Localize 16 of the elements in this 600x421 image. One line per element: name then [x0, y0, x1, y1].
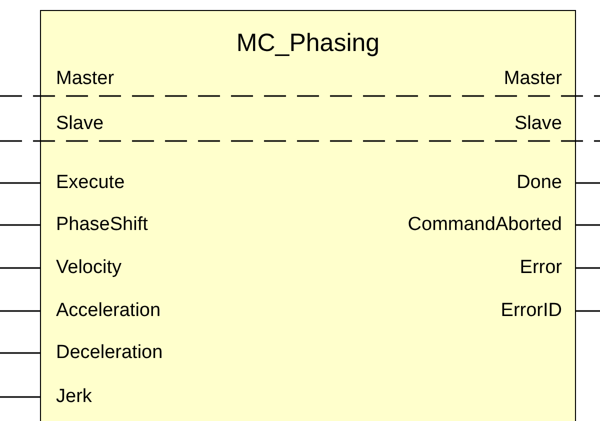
pin-name: Error [520, 257, 562, 279]
function-block [40, 10, 576, 421]
pin-name: PhaseShift [56, 214, 148, 236]
pin-name: Velocity [56, 257, 122, 279]
pin-name: Master [504, 68, 562, 90]
pin-name: Execute [56, 172, 125, 194]
pin-name: Jerk [56, 386, 92, 408]
pin-name: Deceleration [56, 342, 163, 364]
pin-name: Slave [56, 113, 104, 135]
pin-name: Master [56, 68, 114, 90]
pin-name: CommandAborted [408, 214, 562, 236]
pin-name: Acceleration [56, 300, 161, 322]
pin-name: Done [516, 172, 562, 194]
pin-name: Slave [514, 113, 562, 135]
block-title: MC_Phasing [235, 29, 381, 58]
pin-name: ErrorID [500, 300, 562, 322]
